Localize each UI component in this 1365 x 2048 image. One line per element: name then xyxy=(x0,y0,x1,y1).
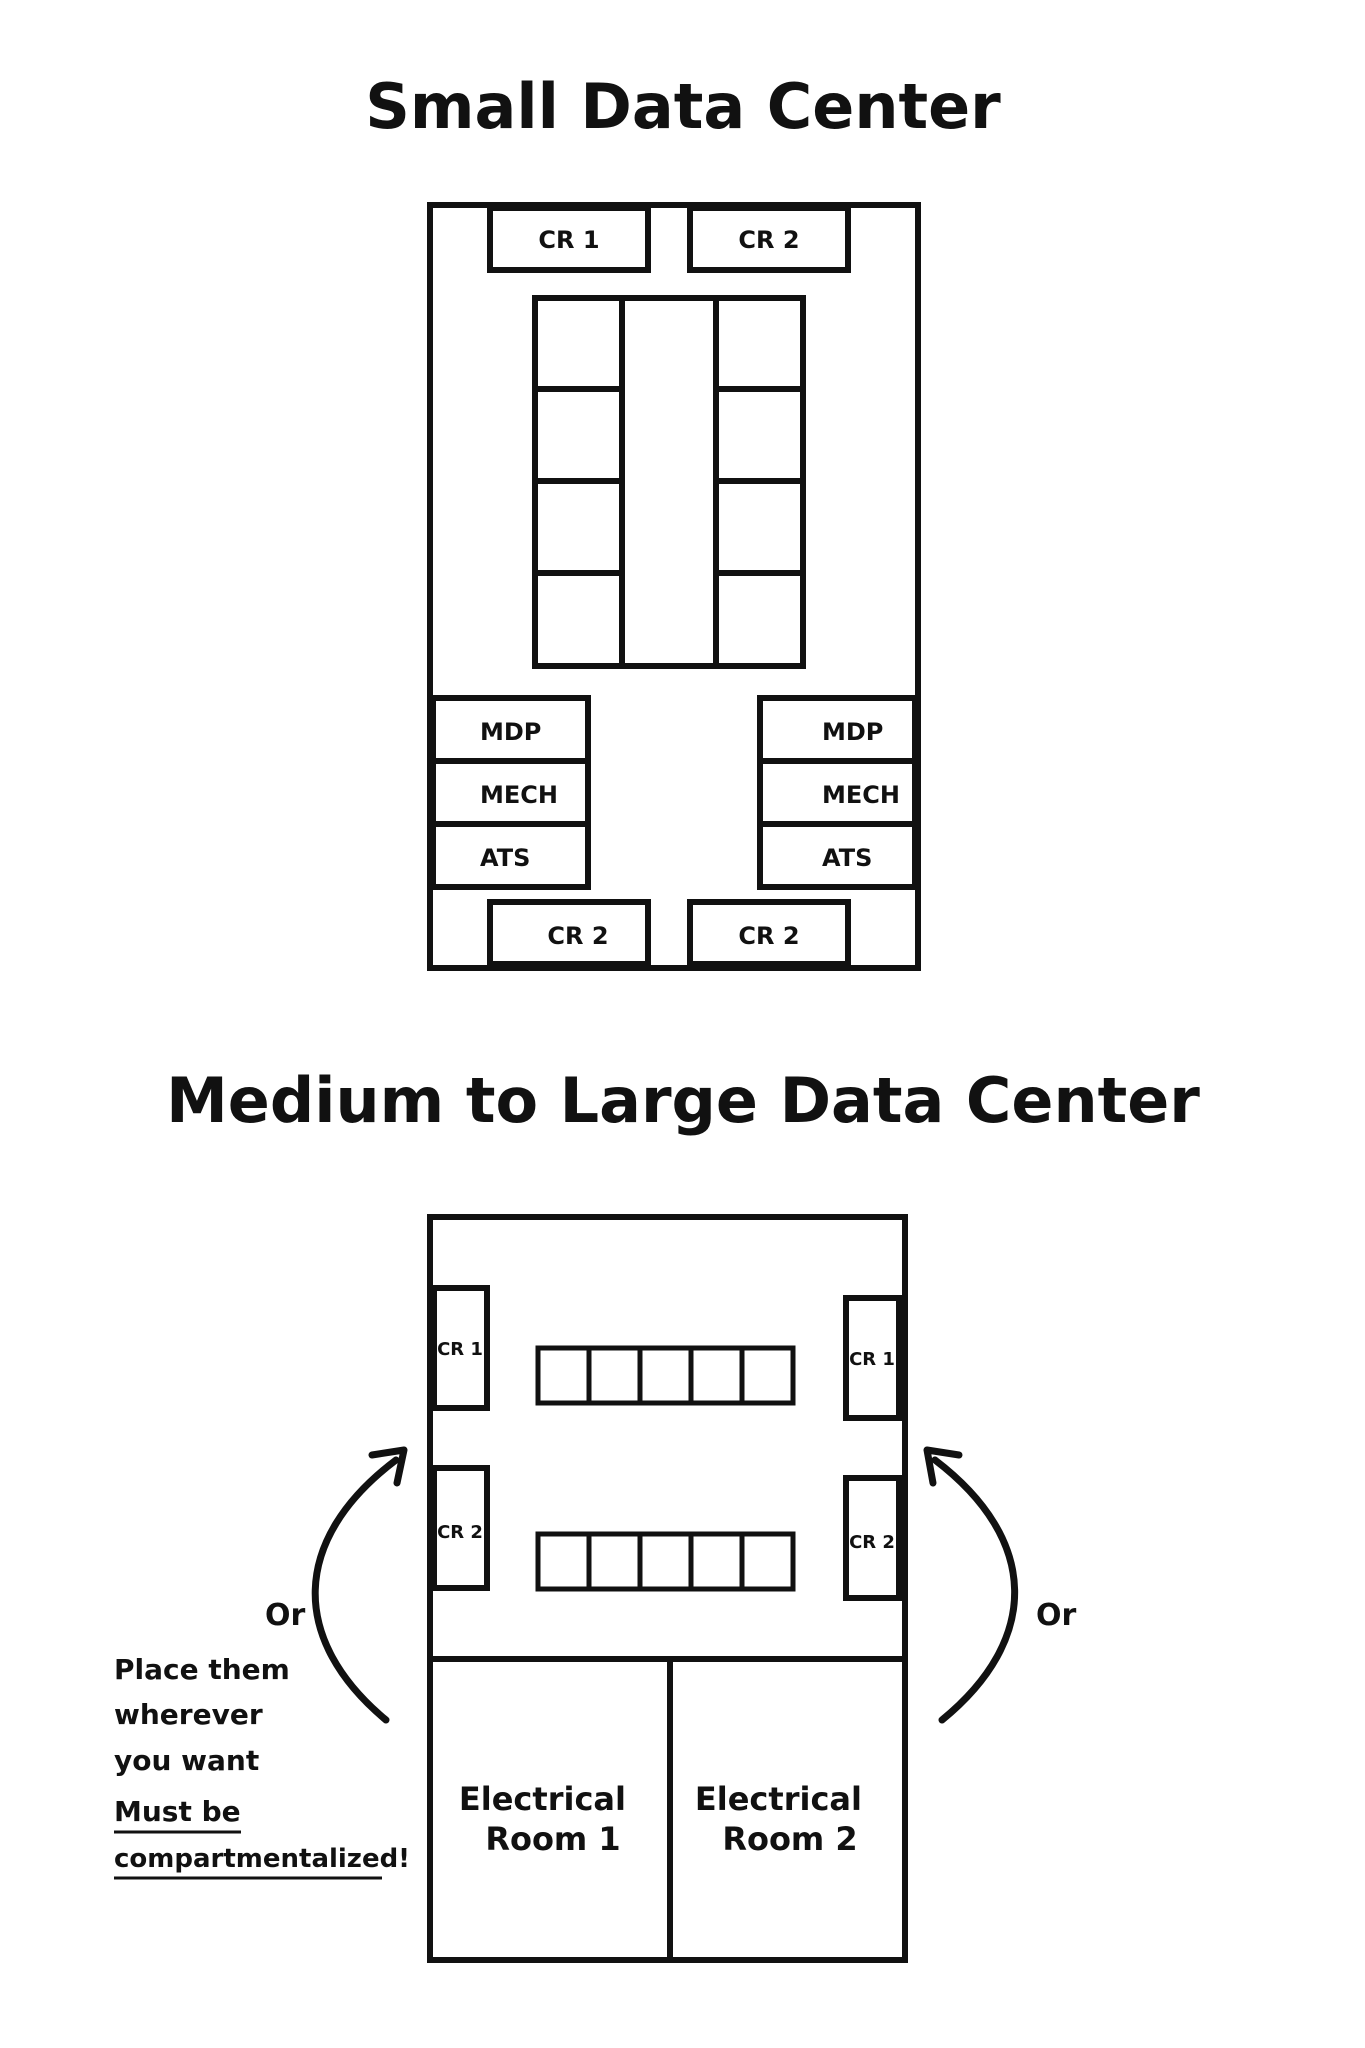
small-top-room-2 xyxy=(687,205,851,273)
small-bottom-room-2-label: CR 2 xyxy=(738,922,799,950)
medium-left-room-1-label: CR 1 xyxy=(437,1339,483,1360)
note-line-1: Place them xyxy=(114,1653,290,1686)
small-top-room-1 xyxy=(487,205,651,273)
small-left-ats-label: ATS xyxy=(480,844,530,872)
medium-rack xyxy=(637,1345,694,1406)
medium-rack-row-2 xyxy=(535,1531,796,1592)
electrical-room-2-label: Electrical Room 2 xyxy=(695,1780,873,1858)
small-left-mech-label: MECH xyxy=(480,781,558,809)
left-arrow-curve xyxy=(311,1456,400,1724)
left-curved-arrow xyxy=(311,1446,408,1724)
small-data-center-title: Small Data Center xyxy=(365,70,1001,143)
right-curved-arrow xyxy=(923,1446,1019,1724)
electrical-room-1-line-2: Room 1 xyxy=(485,1820,620,1858)
electrical-room-2-line-1: Electrical xyxy=(695,1780,862,1818)
left-arrow-head xyxy=(368,1446,408,1487)
small-left-ats xyxy=(430,821,591,890)
small-left-mech xyxy=(430,758,591,827)
medium-left-room-1 xyxy=(431,1285,490,1411)
medium-data-center-plan: CR 1 CR 2 CR 1 CR 2 Electrical Room 1 xyxy=(427,1214,908,1963)
medium-right-room-1-label: CR 1 xyxy=(849,1349,895,1370)
small-bottom-room-1 xyxy=(487,899,651,967)
small-top-room-1-label: CR 1 xyxy=(538,226,599,254)
electrical-room-1-label: Electrical Room 1 xyxy=(459,1780,637,1858)
electrical-room-1-line-1: Electrical xyxy=(459,1780,626,1818)
medium-rack xyxy=(535,1345,592,1406)
small-right-ats xyxy=(757,821,918,890)
note-line-2: wherever xyxy=(114,1698,263,1731)
medium-rack-row-1 xyxy=(535,1345,796,1406)
small-right-ats-label: ATS xyxy=(822,844,872,872)
medium-rack xyxy=(586,1531,643,1592)
small-bottom-room-1-label: CR 2 xyxy=(547,922,608,950)
placement-note: Place them wherever you want Must be com… xyxy=(114,1653,410,1880)
small-right-mdp xyxy=(757,695,918,764)
electrical-room-2-line-2: Room 2 xyxy=(722,1820,857,1858)
or-right-label: Or xyxy=(1036,1598,1077,1633)
medium-rack xyxy=(739,1345,796,1406)
medium-rack xyxy=(586,1345,643,1406)
right-arrow-curve xyxy=(931,1456,1019,1724)
small-bottom-room-2 xyxy=(687,899,851,967)
small-right-mech-label: MECH xyxy=(822,781,900,809)
small-right-mdp-label: MDP xyxy=(822,718,883,746)
medium-left-room-2-label: CR 2 xyxy=(437,1522,483,1543)
note-emphasis-line-2: compartmentalized! xyxy=(114,1844,410,1874)
or-left-label: Or xyxy=(265,1598,306,1633)
small-left-mdp-label: MDP xyxy=(480,718,541,746)
note-line-3: you want xyxy=(114,1744,259,1777)
small-rack-area xyxy=(532,295,806,669)
medium-rack xyxy=(535,1531,592,1592)
medium-rack xyxy=(688,1531,745,1592)
small-top-room-2-label: CR 2 xyxy=(738,226,799,254)
medium-right-room-2-label: CR 2 xyxy=(849,1532,895,1553)
medium-right-room-1 xyxy=(843,1295,902,1421)
medium-data-center-title: Medium to Large Data Center xyxy=(166,1064,1200,1137)
medium-rack xyxy=(688,1345,745,1406)
medium-left-room-2 xyxy=(431,1465,490,1591)
medium-rack xyxy=(739,1531,796,1592)
medium-rack xyxy=(637,1531,694,1592)
right-arrow-head xyxy=(923,1446,963,1487)
medium-right-room-2 xyxy=(843,1475,902,1601)
note-emphasis-line-1: Must be xyxy=(114,1795,241,1828)
small-data-center-plan: CR 1 CR 2 MDP MECH ATS MDP MECH ATS xyxy=(427,202,921,971)
